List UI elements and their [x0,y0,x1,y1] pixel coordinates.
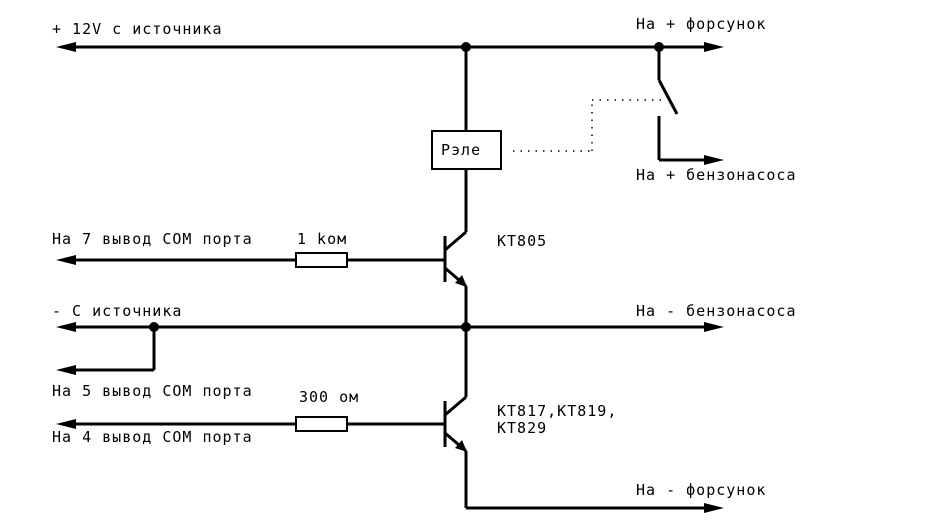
minus-bus-left-arrow [56,322,76,332]
label-com-pin5: На 5 вывод COM порта [52,382,253,400]
plus-bus-right-arrow [704,42,724,52]
label-minus-source: - С источника [52,302,182,320]
label-fuel-pump-plus: На + бензонасоса [636,166,797,184]
label-injectors-plus: На + форсунок [636,15,766,33]
label-kt817-line2: KT829 [497,419,547,437]
label-kt805: KT805 [497,232,547,250]
minus-bus-right-arrow [704,322,724,332]
plus-bus-left-arrow [56,42,76,52]
label-fuel-pump-minus: На - бензонасоса [636,302,797,320]
label-injectors-minus: На - форсунок [636,481,766,499]
kt805-emitter-arrow [455,275,467,287]
label-relay: Рэле [441,141,481,159]
com7-arrow [56,255,76,265]
resistor-300 [295,416,348,432]
label-com-pin7: На 7 вывод COM порта [52,230,253,248]
com5-arrow [56,365,76,375]
injectors-minus-arrow [704,503,724,513]
label-resistor-1k: 1 kом [297,230,347,248]
fuel-pump-plus-arrow [704,155,724,165]
label-resistor-300: 300 ом [299,388,359,406]
switch-contact [657,79,679,115]
resistor-1k [295,252,348,268]
kt817-collector [444,395,467,417]
label-com-pin4: На 4 вывод COM порта [52,428,253,446]
label-kt817-line1: KT817,KT819, [497,402,617,420]
kt805-collector [444,230,467,252]
kt817-emitter-arrow [455,440,467,452]
com4-arrow [56,419,76,429]
label-plus-source: + 12V с источника [52,20,223,38]
